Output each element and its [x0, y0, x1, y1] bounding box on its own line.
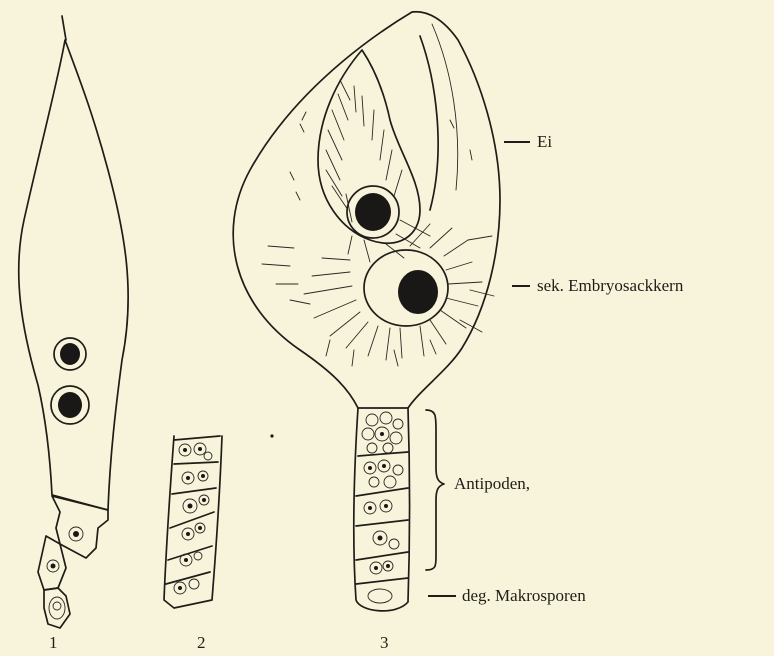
panel-3-synergid-wall [420, 36, 438, 210]
panel-3-egg-nucleolus [355, 193, 391, 231]
label-ei: Ei [537, 133, 552, 150]
panel-2-cell-column [164, 434, 274, 608]
panel-2-nucleoli [178, 447, 206, 590]
panel-1-sac-outline [19, 40, 128, 510]
label-makrosporen: deg. Makrosporen [462, 587, 586, 604]
panel-3-embryo-sac [233, 12, 500, 611]
label-antipoden: Antipoden, [454, 475, 530, 492]
panel-1-tip [62, 16, 66, 40]
antipoden-brace [426, 410, 444, 570]
panel-1-nucleolus-lower [58, 392, 82, 418]
label-secondary-nucleus: sek. Embryosackkern [537, 277, 683, 294]
panel-2-walls [166, 436, 220, 584]
panel-3-secondary-nucleolus [398, 270, 438, 314]
panel-1-nucleolus-upper [60, 343, 80, 365]
panel-number-1: 1 [49, 634, 58, 651]
panel-number-2: 2 [197, 634, 206, 651]
panel-1-cell-c [44, 588, 70, 628]
panel-number-3: 3 [380, 634, 389, 651]
panel-2-nuclei [174, 443, 212, 594]
panel-1-embryo-sac [19, 16, 128, 628]
panel-2-dot [270, 434, 273, 437]
